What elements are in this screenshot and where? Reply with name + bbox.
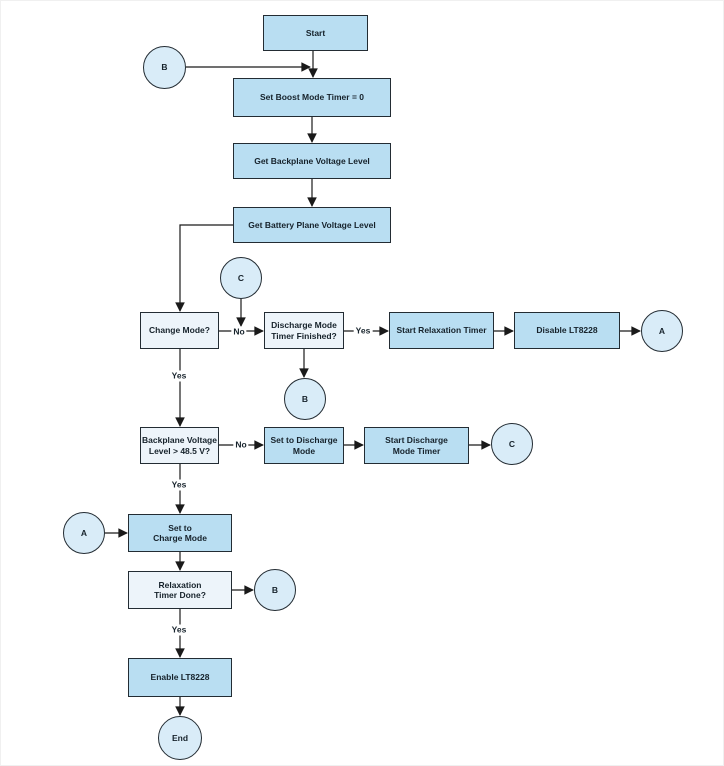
- node-set-boost-timer-label: Set Boost Mode Timer = 0: [260, 92, 364, 103]
- node-backplane-level-check-label: Backplane Voltage Level > 48.5 V?: [142, 435, 217, 456]
- connector-c-entry: C: [220, 257, 262, 299]
- node-relaxation-timer-done-label: Relaxation Timer Done?: [154, 579, 206, 601]
- node-disable-lt8228-label: Disable LT8228: [536, 325, 598, 336]
- node-get-battery-plane-voltage: Get Battery Plane Voltage Level: [233, 207, 391, 243]
- node-enable-lt8228: Enable LT8228: [128, 658, 232, 697]
- connector-a-entry-label: A: [80, 527, 88, 538]
- connector-b-exit-2-label: B: [271, 584, 279, 595]
- edge-label-backplane-no: No: [233, 439, 249, 451]
- connector-c-exit: C: [491, 423, 533, 465]
- node-start-relaxation-timer: Start Relaxation Timer: [389, 312, 494, 349]
- node-end: End: [158, 716, 202, 760]
- connector-a-exit: A: [641, 310, 683, 352]
- edge-label-backplane-yes: Yes: [169, 479, 189, 491]
- node-discharge-timer-finished-label: Discharge Mode Timer Finished?: [271, 320, 337, 341]
- node-start-relaxation-timer-label: Start Relaxation Timer: [396, 325, 487, 336]
- node-disable-lt8228: Disable LT8228: [514, 312, 620, 349]
- node-set-discharge-mode-label: Set to Discharge Mode: [270, 435, 338, 456]
- node-discharge-timer-finished: Discharge Mode Timer Finished?: [264, 312, 344, 349]
- node-get-battery-plane-voltage-label: Get Battery Plane Voltage Level: [248, 219, 376, 230]
- connector-c-exit-label: C: [508, 438, 516, 449]
- connector-b-entry: B: [143, 46, 186, 89]
- node-change-mode: Change Mode?: [140, 312, 219, 349]
- node-set-boost-timer: Set Boost Mode Timer = 0: [233, 78, 391, 117]
- node-set-charge-mode: Set to Charge Mode: [128, 514, 232, 552]
- node-start-discharge-timer-label: Start Discharge Mode Timer: [385, 435, 448, 456]
- connector-a-exit-label: A: [658, 325, 666, 336]
- edge-label-relaxation-yes: Yes: [169, 624, 189, 636]
- edge-label-discharge-finished-yes: Yes: [353, 325, 373, 337]
- node-backplane-level-check: Backplane Voltage Level > 48.5 V?: [140, 427, 219, 464]
- node-get-backplane-voltage: Get Backplane Voltage Level: [233, 143, 391, 179]
- node-change-mode-label: Change Mode?: [149, 325, 210, 336]
- node-get-backplane-voltage-label: Get Backplane Voltage Level: [254, 155, 370, 166]
- connector-c-entry-label: C: [237, 272, 245, 283]
- edge-getbattery-to-changemode: [175, 224, 233, 312]
- node-start: Start: [263, 15, 368, 51]
- node-set-charge-mode-label: Set to Charge Mode: [153, 522, 207, 544]
- node-enable-lt8228-label: Enable LT8228: [150, 672, 210, 683]
- node-relaxation-timer-done: Relaxation Timer Done?: [128, 571, 232, 609]
- node-set-discharge-mode: Set to Discharge Mode: [264, 427, 344, 464]
- node-start-label: Start: [305, 27, 326, 38]
- node-end-label: End: [171, 732, 189, 743]
- connector-b-entry-label: B: [161, 62, 168, 73]
- edge-label-change-mode-yes: Yes: [169, 370, 189, 382]
- connector-b-exit-1-label: B: [301, 393, 309, 404]
- node-start-discharge-timer: Start Discharge Mode Timer: [364, 427, 469, 464]
- edge-label-change-mode-no: No: [231, 326, 247, 338]
- connector-a-entry: A: [63, 512, 105, 554]
- connector-b-exit-1: B: [284, 378, 326, 420]
- connector-b-exit-2: B: [254, 569, 296, 611]
